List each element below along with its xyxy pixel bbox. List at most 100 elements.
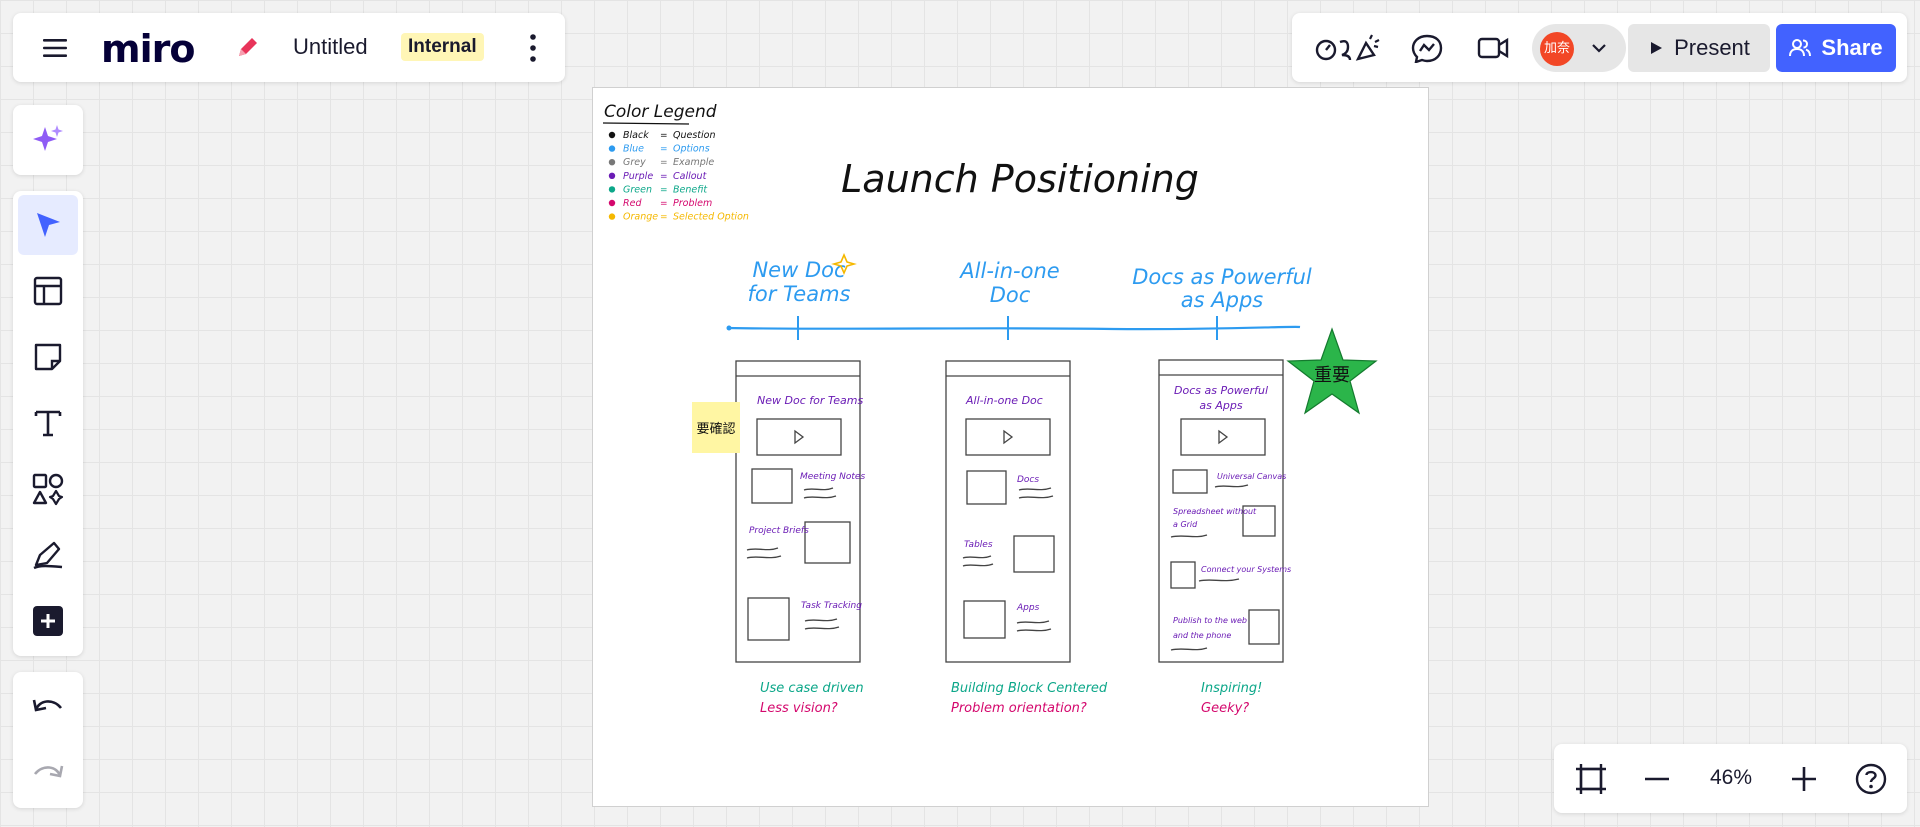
pencil-icon[interactable]	[233, 34, 261, 62]
templates-tool[interactable]	[18, 261, 78, 321]
mockup-3-label-5: Publish to the web	[1173, 616, 1247, 625]
undo-button[interactable]	[18, 677, 78, 737]
shapes-tool[interactable]	[18, 459, 78, 519]
share-label: Share	[1821, 35, 1883, 60]
miro-logo[interactable]: miro	[101, 27, 195, 71]
option-2-line-1: All-in-one	[958, 259, 1059, 283]
user-avatar[interactable]: 加奈	[1540, 32, 1574, 66]
redo-button[interactable]	[18, 743, 78, 803]
collaborators-menu[interactable]: 加奈	[1532, 24, 1626, 72]
select-tool[interactable]	[18, 195, 78, 255]
mockup-3-label-1: Universal Canvas	[1217, 472, 1286, 481]
legend-meaning: Selected Option	[673, 212, 749, 223]
legend-meaning: Options	[673, 144, 710, 155]
plus-square-icon	[33, 606, 63, 636]
mockup-3-label-4: Connect your Systems	[1201, 565, 1291, 574]
zoom-out-icon[interactable]	[1640, 762, 1674, 796]
option-2-line-2: Doc	[990, 283, 1031, 307]
star-shape[interactable]: 重要	[1286, 327, 1378, 415]
pen-icon	[33, 541, 63, 570]
legend-equals: =	[660, 145, 668, 155]
option-1-line-2: for Teams	[748, 282, 851, 306]
sticky-note-icon	[34, 343, 62, 371]
help-icon[interactable]	[1854, 762, 1888, 796]
legend-title: Color Legend	[604, 102, 717, 122]
mockup-1-problem: Less vision?	[760, 701, 838, 716]
legend-color-name: Blue	[623, 144, 644, 155]
legend-equals: =	[660, 185, 668, 195]
ai-assist-panel	[13, 105, 83, 175]
mockup-2-label-3: Apps	[1016, 603, 1040, 613]
zoom-controls: 46%	[1554, 744, 1907, 813]
star-label: 重要	[1314, 365, 1350, 386]
text-tool[interactable]	[18, 393, 78, 453]
legend-equals: =	[660, 213, 668, 223]
legend-dot	[608, 213, 616, 220]
mockup-3-problem: Geeky?	[1201, 701, 1249, 716]
present-label: Present	[1674, 35, 1750, 60]
undo-icon	[32, 699, 63, 712]
mockup-2-problem: Problem orientation?	[951, 701, 1087, 716]
legend-color-name: Red	[623, 198, 642, 209]
video-call-icon[interactable]	[1476, 33, 1510, 63]
layout-icon	[33, 276, 63, 306]
legend-dot	[608, 131, 616, 139]
mockup-docs-as-apps	[1158, 359, 1284, 663]
zoom-level[interactable]: 46%	[1709, 766, 1753, 789]
mockup-3-title-line-1: Docs as Powerful	[1174, 384, 1268, 397]
mockup-3-label-3: a Grid	[1173, 520, 1198, 529]
ai-assist-button[interactable]	[18, 110, 78, 170]
shapes-icon	[32, 473, 64, 506]
legend-color-name: Orange	[623, 212, 658, 223]
more-tools-button[interactable]	[18, 591, 78, 651]
more-options-icon[interactable]	[519, 31, 547, 65]
chat-icon[interactable]	[1410, 33, 1444, 63]
sparkle-icon	[831, 252, 857, 276]
board-title[interactable]: Untitled	[293, 34, 368, 59]
mockup-3-title-line-2: as Apps	[1199, 399, 1242, 412]
legend-color-name: Grey	[623, 157, 646, 168]
classification-badge[interactable]: Internal	[401, 33, 484, 61]
legend-dot	[608, 199, 616, 207]
history-panel	[13, 672, 83, 808]
board-canvas: Color Legend Black=QuestionBlue=OptionsG…	[602, 102, 1378, 716]
option-1-line-1: New Doc	[752, 258, 845, 282]
legend-equals: =	[660, 131, 668, 141]
legend-equals: =	[660, 199, 668, 209]
zoom-in-icon[interactable]	[1787, 762, 1821, 796]
board-header: miro Untitled Internal	[13, 13, 565, 82]
pen-tool[interactable]	[18, 525, 78, 585]
legend-color-name: Green	[623, 184, 652, 195]
legend-meaning: Example	[673, 157, 714, 168]
sticky-note-tool[interactable]	[18, 327, 78, 387]
creation-toolbar	[13, 191, 83, 656]
board-heading: Launch Positioning	[841, 157, 1199, 201]
legend-color-name: Black	[623, 130, 649, 141]
mockup-3-benefit: Inspiring!	[1201, 681, 1262, 696]
option-3-line-1: Docs as Powerful	[1132, 265, 1312, 289]
legend-dot	[608, 159, 616, 166]
mockup-all-in-one	[945, 360, 1071, 663]
chevron-down-icon[interactable]	[1590, 39, 1608, 57]
color-legend: Black=QuestionBlue=OptionsGrey=ExamplePu…	[608, 130, 749, 223]
users-icon	[1789, 39, 1812, 57]
mockup-1-label-3: Task Tracking	[801, 601, 862, 611]
fit-to-screen-icon[interactable]	[1574, 762, 1608, 796]
share-button[interactable]: Share	[1776, 24, 1896, 72]
reactions-timer-icon[interactable]	[1314, 33, 1380, 63]
mockup-2-label-1: Docs	[1017, 475, 1039, 485]
present-button[interactable]: Present	[1628, 24, 1770, 72]
mockup-1-title: New Doc for Teams	[757, 394, 863, 407]
mockup-new-doc	[735, 360, 861, 663]
collaboration-toolbar: 加奈 Present Share	[1292, 13, 1907, 82]
menu-icon[interactable]	[41, 34, 69, 62]
sticky-note-text: 要確認	[696, 421, 735, 437]
cursor-icon	[37, 213, 60, 237]
mockup-2-label-2: Tables	[964, 540, 993, 550]
redo-icon	[33, 765, 64, 778]
play-icon	[1651, 42, 1663, 54]
mockup-3-label-2: Spreadsheet without	[1173, 507, 1257, 516]
sticky-note[interactable]: 要確認	[692, 402, 740, 453]
legend-equals: =	[660, 158, 668, 168]
